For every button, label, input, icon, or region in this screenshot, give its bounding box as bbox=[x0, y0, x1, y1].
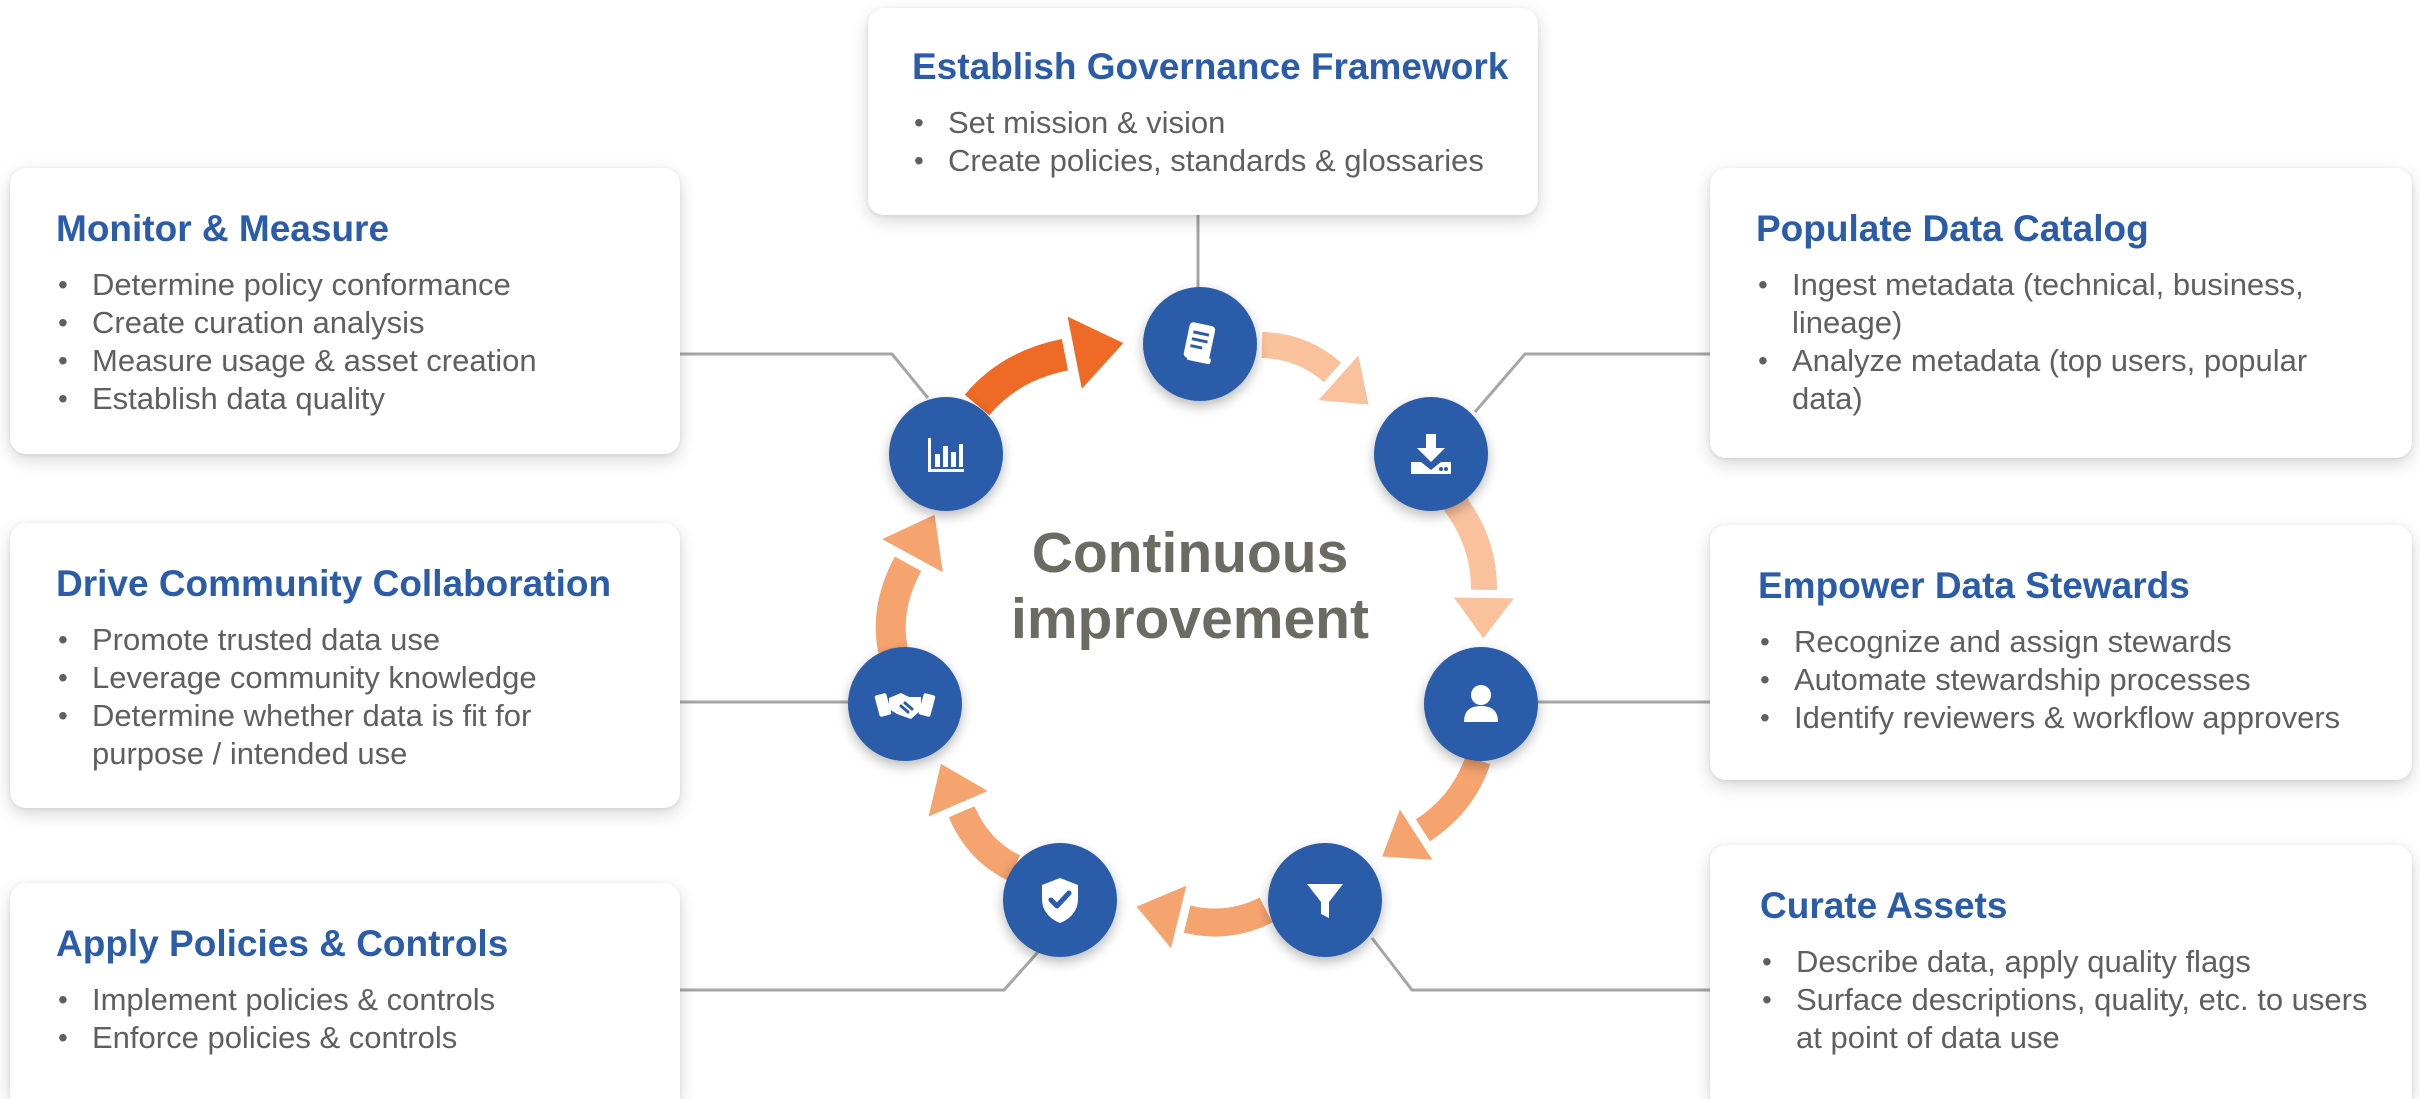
card-title-monitor: Monitor & Measure bbox=[56, 208, 390, 249]
arrow-community-to-monitor-shaft bbox=[875, 556, 922, 653]
bullet-policies-1: Implement policies & controls bbox=[56, 981, 636, 1019]
arrow-catalog-to-stewards-head bbox=[1453, 597, 1514, 639]
connector-curate bbox=[1370, 937, 1710, 992]
arrow-monitor-to-governance-shaft bbox=[964, 338, 1069, 416]
bullet-community-2: Leverage community knowledge bbox=[56, 659, 636, 697]
bar-chart-icon bbox=[889, 397, 1003, 511]
arrow-governance-to-catalog-head bbox=[1318, 355, 1369, 405]
bullet-monitor-2: Create curation analysis bbox=[56, 304, 636, 342]
handshake-icon bbox=[848, 647, 962, 761]
card-monitor-measure: Monitor & Measure Determine policy confo… bbox=[10, 168, 680, 454]
arrow-stewards-to-curate-shaft bbox=[1415, 755, 1491, 842]
bullet-stewards-3: Identify reviewers & workflow approvers bbox=[1758, 699, 2368, 737]
bullet-list-catalog: Ingest metadata (technical, business, li… bbox=[1756, 266, 2368, 418]
connector-catalog bbox=[1473, 352, 1710, 413]
bullet-stewards-1: Recognize and assign stewards bbox=[1758, 623, 2368, 661]
arrow-policies-to-community-shaft bbox=[948, 805, 1021, 881]
card-empower-stewards: Empower Data Stewards Recognize and assi… bbox=[1710, 525, 2412, 780]
book-icon bbox=[1143, 287, 1257, 401]
card-establish-governance: Establish Governance Framework Set missi… bbox=[868, 8, 1538, 215]
arrow-catalog-to-stewards-shaft bbox=[1443, 494, 1497, 591]
bullet-curate-2: Surface descriptions, quality, etc. to u… bbox=[1760, 981, 2368, 1057]
card-title-stewards: Empower Data Stewards bbox=[1758, 565, 2190, 606]
filter-icon bbox=[1268, 843, 1382, 957]
bullet-catalog-1: Ingest metadata (technical, business, li… bbox=[1756, 266, 2368, 342]
bullet-list-monitor: Determine policy conformance Create cura… bbox=[56, 266, 636, 418]
arrow-policies-to-community-head bbox=[928, 763, 988, 817]
arrow-monitor-to-governance-head bbox=[1067, 316, 1124, 389]
bullet-list-governance: Set mission & vision Create policies, st… bbox=[912, 104, 1510, 180]
bullet-governance-1: Set mission & vision bbox=[912, 104, 1510, 142]
center-label-line1: Continuous bbox=[1031, 521, 1349, 585]
user-icon bbox=[1424, 647, 1538, 761]
card-apply-policies: Apply Policies & Controls Implement poli… bbox=[10, 883, 680, 1099]
bullet-list-stewards: Recognize and assign stewards Automate s… bbox=[1758, 623, 2368, 737]
card-title-policies: Apply Policies & Controls bbox=[56, 923, 509, 964]
card-title-community: Drive Community Collaboration bbox=[56, 563, 612, 604]
arrow-community-to-monitor-head bbox=[882, 514, 943, 573]
arrow-governance-to-catalog-shaft bbox=[1261, 332, 1342, 383]
center-label-line2: improvement bbox=[1011, 587, 1369, 651]
center-label: Continuous improvement bbox=[950, 520, 1430, 652]
bullet-list-curate: Describe data, apply quality flags Surfa… bbox=[1760, 943, 2368, 1057]
cycle-arrows bbox=[875, 316, 1514, 949]
bullet-stewards-2: Automate stewardship processes bbox=[1758, 661, 2368, 699]
connector-policies bbox=[680, 950, 1040, 992]
arrow-curate-to-policies-head bbox=[1136, 885, 1187, 949]
bullet-list-policies: Implement policies & controls Enforce po… bbox=[56, 981, 636, 1057]
arrow-curate-to-policies-shaft bbox=[1183, 897, 1273, 937]
card-curate-assets: Curate Assets Describe data, apply quali… bbox=[1710, 845, 2412, 1099]
card-title-curate: Curate Assets bbox=[1760, 885, 2008, 926]
connector-lines bbox=[680, 215, 1710, 992]
card-populate-catalog: Populate Data Catalog Ingest metadata (t… bbox=[1710, 168, 2412, 458]
bullet-monitor-3: Measure usage & asset creation bbox=[56, 342, 636, 380]
bullet-list-community: Promote trusted data use Leverage commun… bbox=[56, 621, 636, 773]
card-drive-community: Drive Community Collaboration Promote tr… bbox=[10, 523, 680, 808]
arrow-stewards-to-curate-head bbox=[1382, 809, 1433, 860]
shield-check-icon bbox=[1003, 843, 1117, 957]
bullet-curate-1: Describe data, apply quality flags bbox=[1760, 943, 2368, 981]
bullet-policies-2: Enforce policies & controls bbox=[56, 1019, 636, 1057]
bullet-governance-2: Create policies, standards & glossaries bbox=[912, 142, 1510, 180]
bullet-monitor-1: Determine policy conformance bbox=[56, 266, 636, 304]
card-title-governance: Establish Governance Framework bbox=[912, 46, 1509, 87]
bullet-catalog-2: Analyze metadata (top users, popular dat… bbox=[1756, 342, 2368, 418]
download-icon bbox=[1374, 397, 1488, 511]
bullet-community-3: Determine whether data is fit for purpos… bbox=[56, 697, 636, 773]
card-title-catalog: Populate Data Catalog bbox=[1756, 208, 2149, 249]
bullet-community-1: Promote trusted data use bbox=[56, 621, 636, 659]
bullet-monitor-4: Establish data quality bbox=[56, 380, 636, 418]
connector-monitor bbox=[680, 352, 930, 399]
